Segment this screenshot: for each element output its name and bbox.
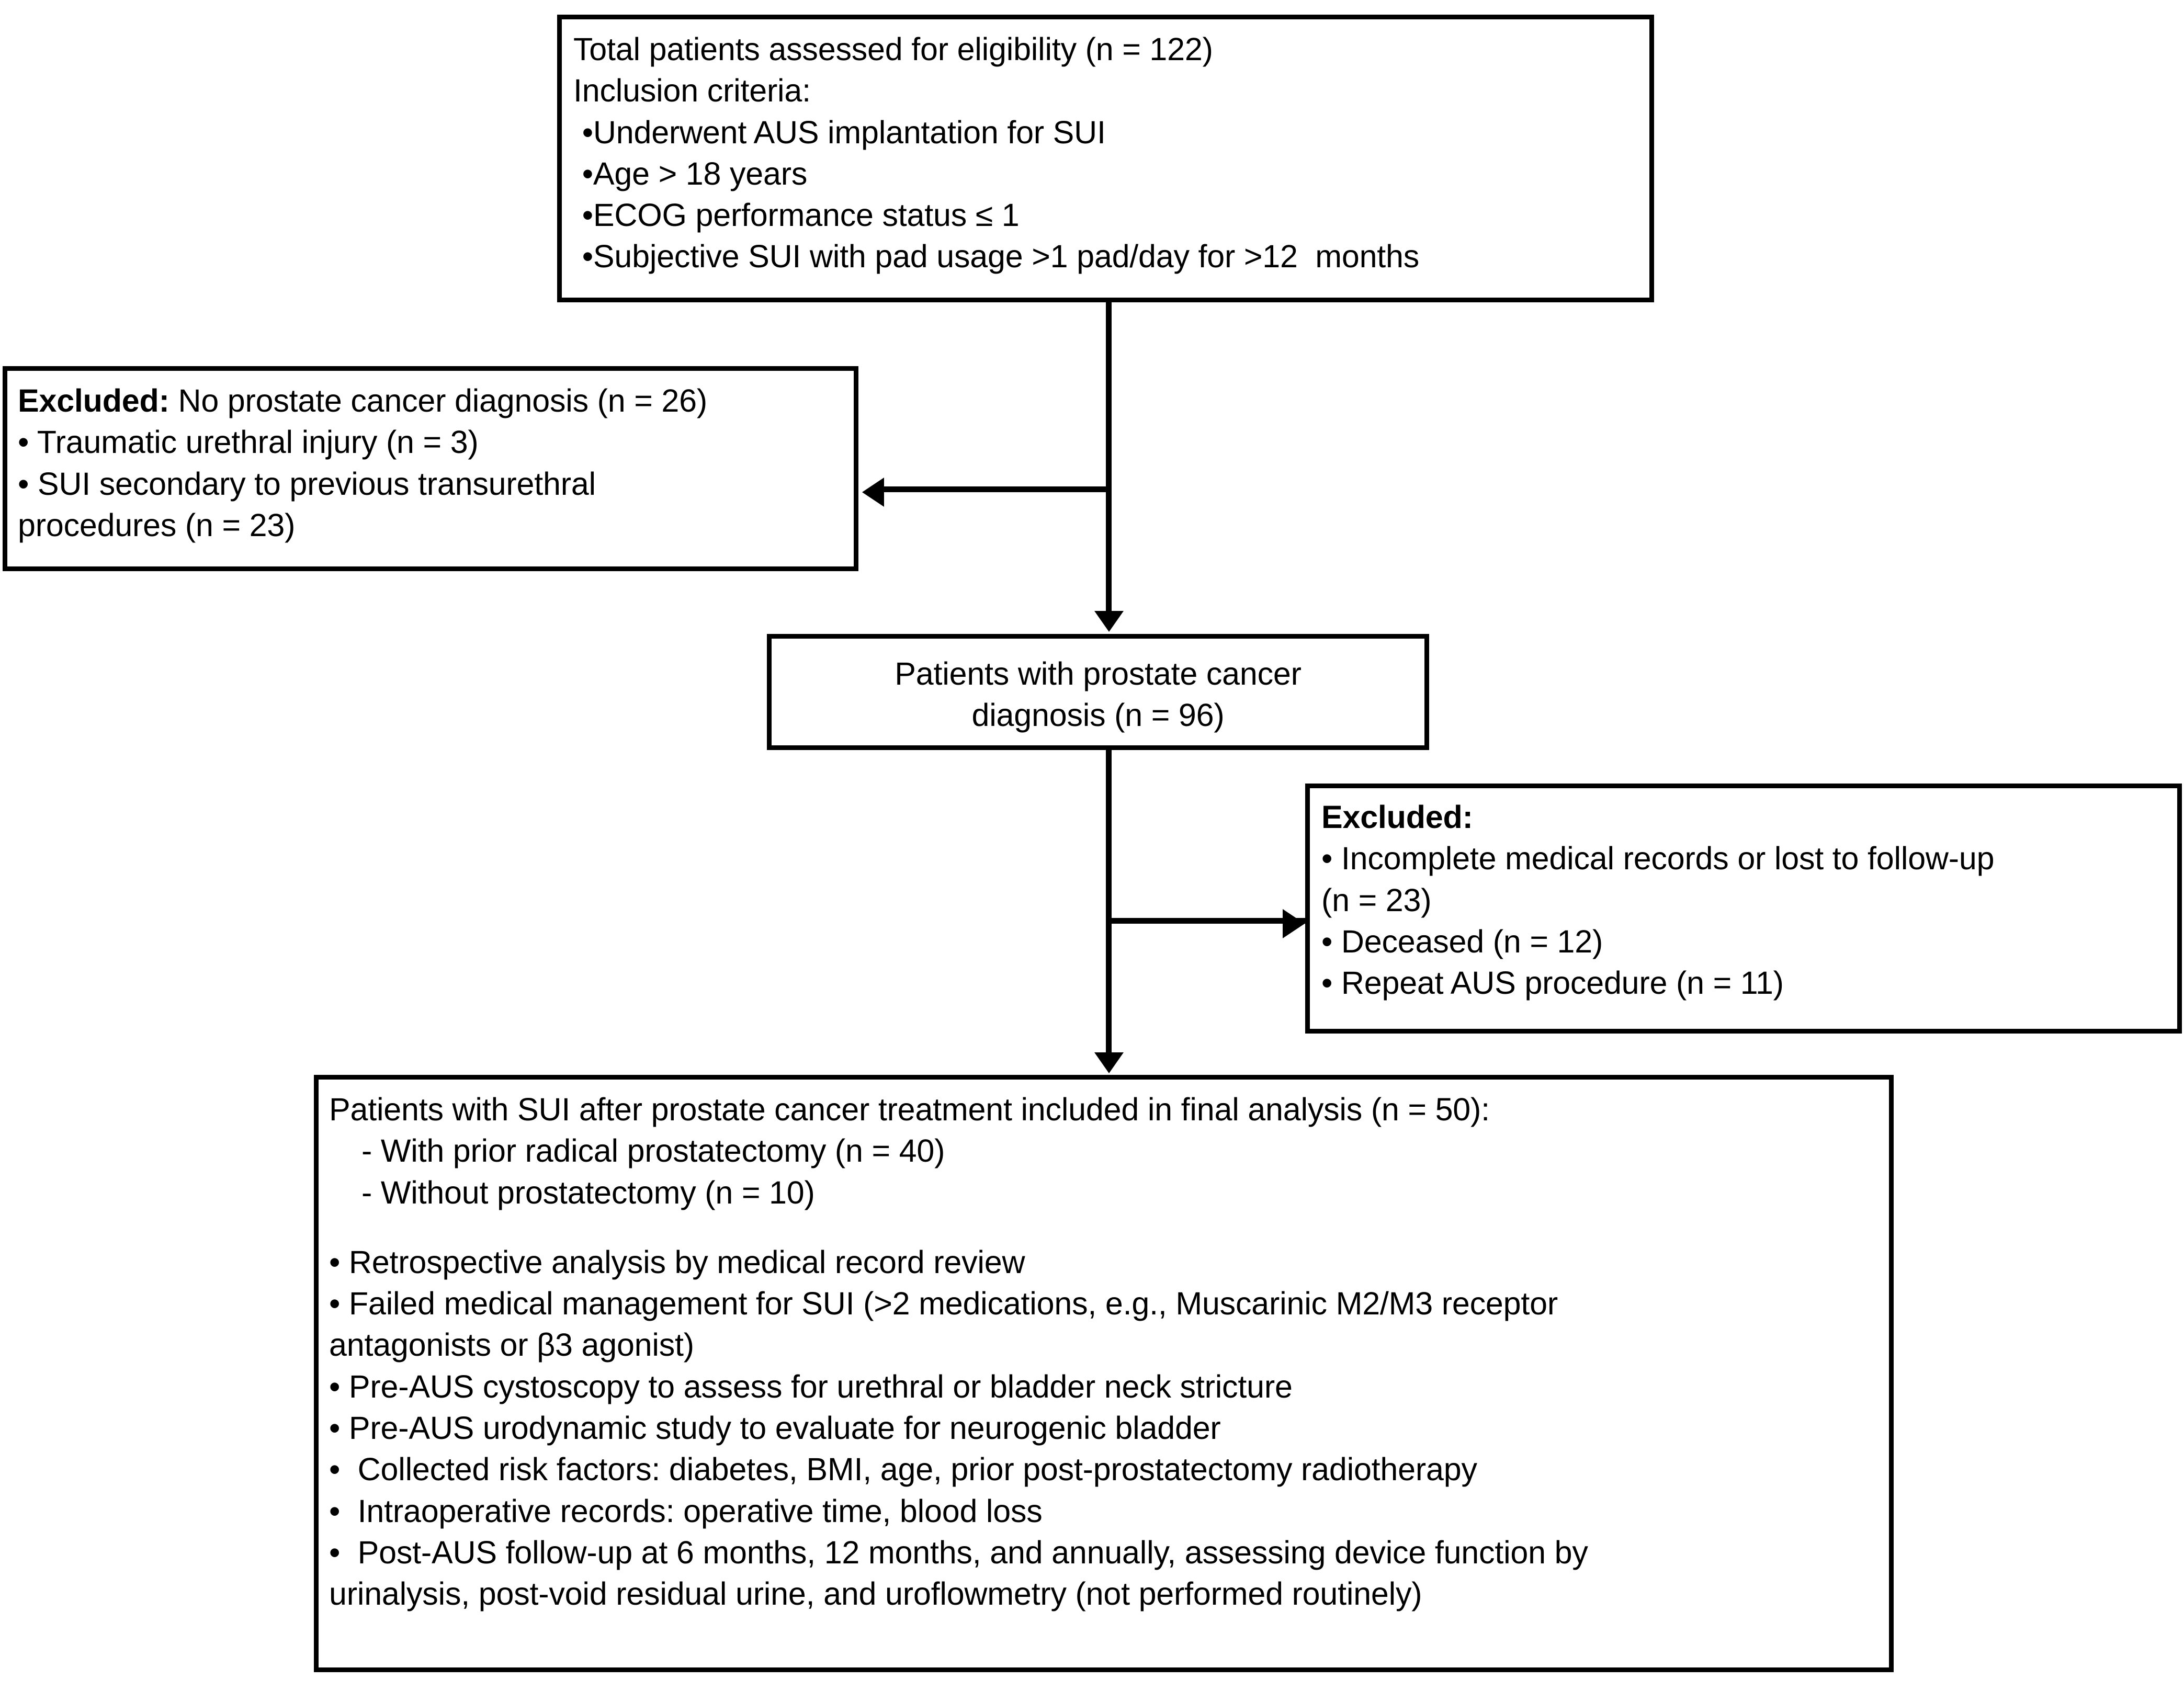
eligibility-line-3: •Underwent AUS implantation for SUI xyxy=(573,114,1106,150)
final-analysis-bullet-7: • Post-AUS follow-up at 6 months, 12 mon… xyxy=(329,1534,1588,1612)
box-eligibility: Total patients assessed for eligibility … xyxy=(557,15,1654,302)
final-analysis-bullet-3: • Pre-AUS cystoscopy to assess for ureth… xyxy=(329,1368,1293,1404)
excluded-left-line-3: procedures (n = 23) xyxy=(18,507,296,543)
arrowhead-down-to-final xyxy=(1094,1052,1124,1073)
box-excluded-left: Excluded: No prostate cancer diagnosis (… xyxy=(3,366,858,571)
connector-horizontal-to-excluded-left xyxy=(884,486,1109,492)
box-prostate-diagnosis: Patients with prostate cancer diagnosis … xyxy=(767,634,1429,750)
excluded-right-line-4: • Repeat AUS procedure (n = 11) xyxy=(1321,965,1784,1001)
excluded-left-lead-rest: No prostate cancer diagnosis (n = 26) xyxy=(169,383,707,418)
connector-horizontal-to-excluded-right xyxy=(1109,918,1307,924)
arrowhead-down-to-diagnosis xyxy=(1094,611,1124,632)
prostate-diagnosis-line-1: Patients with prostate cancer xyxy=(895,656,1302,691)
final-analysis-spacer xyxy=(329,1213,1880,1242)
excluded-right-line-2: (n = 23) xyxy=(1321,882,1432,918)
final-analysis-subitem-2: - Without prostatectomy (n = 10) xyxy=(361,1174,815,1210)
connector-vertical-diagnosis-to-final xyxy=(1106,750,1112,1052)
excluded-left-lead-label: Excluded: xyxy=(18,383,169,418)
excluded-right-line-3: • Deceased (n = 12) xyxy=(1321,923,1603,959)
final-analysis-bullet-5: • Collected risk factors: diabetes, BMI,… xyxy=(329,1451,1477,1488)
box-final-analysis: Patients with SUI after prostate cancer … xyxy=(314,1075,1894,1672)
excluded-left-line-1: • Traumatic urethral injury (n = 3) xyxy=(18,424,479,460)
eligibility-line-6: •Subjective SUI with pad usage >1 pad/da… xyxy=(573,239,1420,275)
final-analysis-subitem-1: - With prior radical prostatectomy (n = … xyxy=(361,1133,945,1169)
excluded-left-lead: Excluded: No prostate cancer diagnosis (… xyxy=(18,380,845,422)
connector-vertical-eligibility-to-diagnosis xyxy=(1106,302,1112,611)
final-analysis-headline: Patients with SUI after prostate cancer … xyxy=(329,1092,1490,1127)
eligibility-line-1: Total patients assessed for eligibility … xyxy=(573,31,1213,67)
final-analysis-bullet-1: • Retrospective analysis by medical reco… xyxy=(329,1244,1025,1280)
final-analysis-bullet-4: • Pre-AUS urodynamic study to evaluate f… xyxy=(329,1410,1221,1446)
final-analysis-bullet-6: • Intraoperative records: operative time… xyxy=(329,1493,1043,1529)
excluded-right-line-1: • Incomplete medical records or lost to … xyxy=(1321,841,1995,877)
eligibility-line-2: Inclusion criteria: xyxy=(573,73,811,109)
arrowhead-left-to-excluded-left xyxy=(862,478,884,507)
eligibility-line-4: •Age > 18 years xyxy=(573,155,808,191)
final-analysis-bullet-2: • Failed medical management for SUI (>2 … xyxy=(329,1286,1558,1363)
prostate-diagnosis-line-2: diagnosis (n = 96) xyxy=(971,697,1225,733)
box-excluded-right: Excluded: • Incomplete medical records o… xyxy=(1305,784,2182,1034)
excluded-right-lead-label: Excluded: xyxy=(1321,799,1473,835)
excluded-left-line-2: • SUI secondary to previous transurethra… xyxy=(18,466,596,502)
eligibility-line-5: •ECOG performance status ≤ 1 xyxy=(573,197,1020,233)
arrowhead-right-to-excluded-right xyxy=(1283,909,1305,938)
